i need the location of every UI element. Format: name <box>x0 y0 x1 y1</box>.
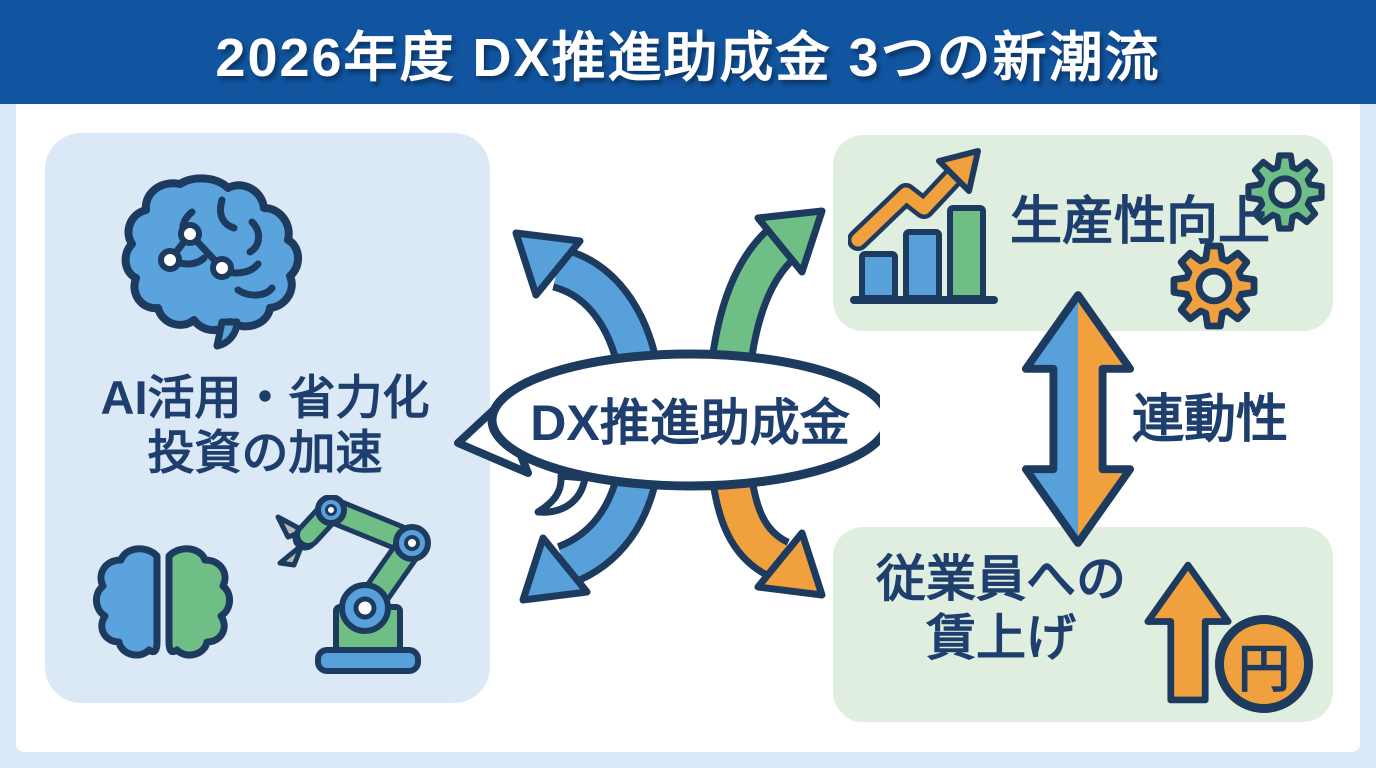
card-ai-investment-line1: AI活用・省力化 <box>100 371 430 424</box>
header-bar: 2026年度 DX推進助成金 3つの新潮流 <box>0 0 1376 104</box>
card-ai-investment-label: AI活用・省力化 投資の加速 <box>55 370 475 481</box>
card-wage-raise-line2: 賃上げ <box>926 610 1076 666</box>
card-wage-raise-line1: 従業員への <box>876 551 1126 607</box>
up-arrow-icon <box>1144 561 1232 704</box>
brain-icon <box>121 174 302 350</box>
speech-bubble <box>487 349 880 491</box>
linkage-label: 連動性 <box>1131 391 1288 449</box>
bubble-tail <box>534 472 589 516</box>
page-title: 2026年度 DX推進助成金 3つの新潮流 <box>215 27 1161 88</box>
card-productivity-label: 生産性向上 <box>1009 193 1270 251</box>
card-wage-raise-label: 従業員への 賃上げ <box>851 550 1151 668</box>
gear-icon-green <box>1245 152 1325 232</box>
center-arrows-and-bubble <box>454 207 880 604</box>
split-brain-icon <box>93 545 233 659</box>
double-arrow-icon <box>1021 291 1135 547</box>
arrow-up-right <box>707 207 826 378</box>
gear-icon-orange <box>1170 242 1258 330</box>
growth-chart-icon <box>848 148 998 304</box>
yen-coin-label: 円 <box>1237 640 1290 699</box>
card-ai-investment-line2: 投資の加速 <box>147 426 383 480</box>
robot-arm-icon <box>275 495 431 674</box>
bubble-label: DX推進助成金 <box>530 395 850 451</box>
yen-coin-icon: 円 <box>1215 615 1313 713</box>
